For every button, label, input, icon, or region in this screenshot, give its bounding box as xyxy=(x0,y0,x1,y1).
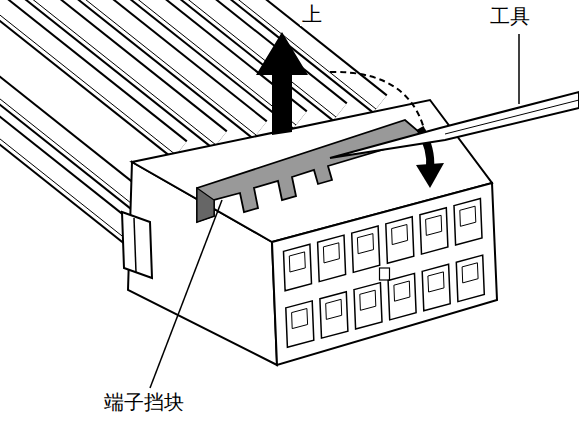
cavity-terminal xyxy=(428,272,444,292)
up-arrow xyxy=(256,32,308,135)
cavity-terminal xyxy=(292,309,308,329)
cavity-terminal xyxy=(360,290,376,310)
cavity-terminal xyxy=(392,225,408,245)
retainer-edge xyxy=(197,188,214,222)
terminal-retainer xyxy=(197,120,425,222)
part-label: 上 xyxy=(300,2,324,26)
cavity-terminal xyxy=(426,215,442,235)
leader-line xyxy=(150,200,222,388)
latch-line xyxy=(134,218,136,272)
wire-fill xyxy=(146,0,380,104)
key xyxy=(380,268,390,280)
part-label: 端子挡块 xyxy=(102,390,186,414)
cavity-terminal xyxy=(326,299,342,319)
curve-arrowhead xyxy=(416,163,444,188)
tool xyxy=(330,92,579,158)
cavity-terminal xyxy=(460,206,476,226)
cavity-terminal xyxy=(462,263,478,283)
cavity-terminal xyxy=(357,234,373,254)
cavity xyxy=(286,301,314,347)
leader-line xyxy=(518,34,520,104)
cavity xyxy=(388,273,416,320)
latch xyxy=(122,212,152,278)
cavity-terminal xyxy=(394,281,410,301)
cavity-terminal xyxy=(323,243,339,263)
cavity xyxy=(354,283,382,329)
cavity xyxy=(454,199,482,246)
tool-line xyxy=(445,100,579,134)
cavity xyxy=(318,235,346,282)
cavity xyxy=(386,217,414,263)
cavity xyxy=(320,292,348,338)
cavity-terminal xyxy=(289,252,305,272)
cavity xyxy=(420,208,448,254)
wire-shade xyxy=(142,0,376,109)
wire-shade xyxy=(102,0,336,117)
cavity xyxy=(422,264,450,310)
part-label: 工具 xyxy=(488,4,532,28)
cavity xyxy=(352,226,380,272)
terminal-cavities xyxy=(284,199,485,348)
wire xyxy=(146,0,380,104)
housing-front xyxy=(272,183,497,365)
cavity xyxy=(284,244,312,290)
cavity xyxy=(456,255,484,302)
